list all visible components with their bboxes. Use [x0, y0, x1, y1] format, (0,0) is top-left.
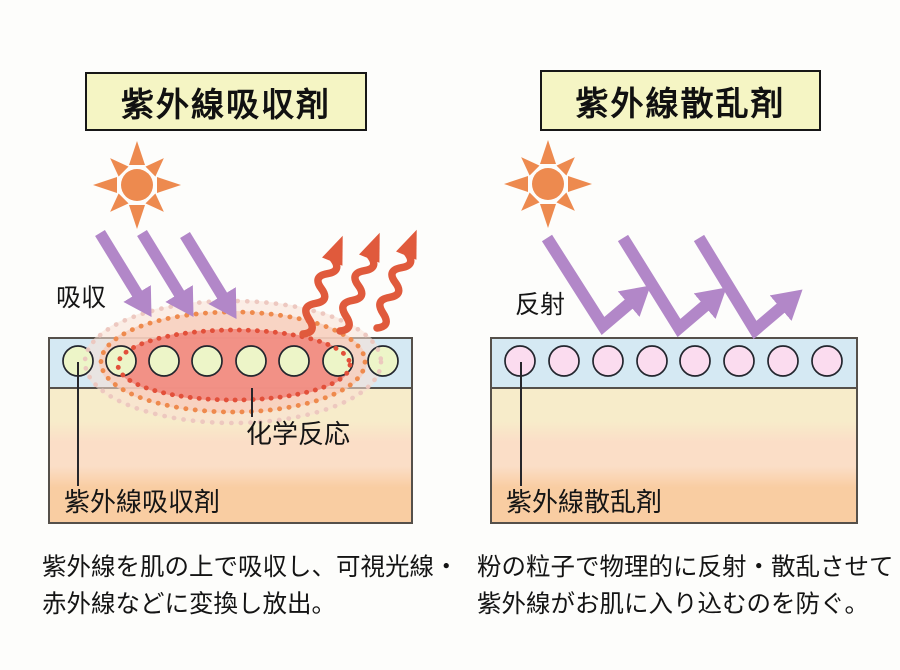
sun-icon: [504, 140, 592, 228]
heat-wavy-arrow-icon: [299, 235, 343, 338]
left-panel-title-text: 紫外線吸収剤: [121, 85, 331, 123]
left-caption: 紫外線を肌の上で吸収し、可視光線・ 赤外線などに変換し放出。: [42, 549, 459, 623]
heat-release-arrows: [299, 229, 417, 338]
absorber-particle-label: 紫外線吸収剤: [64, 487, 221, 517]
heat-wavy-arrow-icon: [373, 229, 417, 332]
right-panel-title-text: 紫外線散乱剤: [575, 84, 786, 122]
right-skin-surface-layer: [492, 339, 856, 389]
uv-bounce-arrow-icon: [693, 234, 803, 340]
right-panel-title: 紫外線散乱剤: [540, 70, 821, 131]
left-caption-line2: 赤外線などに変換し放出。: [42, 591, 336, 618]
right-skin-dermis-layers: [492, 389, 856, 522]
sun-icon: [93, 141, 181, 229]
right-caption: 粉の粒子で物理的に反射・散乱させて 紫外線がお肌に入り込むのを防ぐ。: [477, 549, 894, 623]
uv-ray-arrows-absorbed: [95, 229, 237, 320]
heat-wavy-arrow-icon: [336, 232, 380, 335]
chemical-reaction-label: 化学反応: [246, 419, 351, 449]
left-panel-title: 紫外線吸収剤: [85, 72, 367, 131]
uv-arrow-down-icon: [180, 231, 237, 320]
uv-ray-arrows-reflected: [541, 234, 803, 340]
reflection-label: 反射: [515, 291, 566, 319]
uv-bounce-arrow-icon: [617, 234, 727, 338]
left-caption-line1: 紫外線を肌の上で吸収し、可視光線・: [42, 554, 459, 581]
right-caption-line2: 紫外線がお肌に入り込むのを防ぐ。: [477, 591, 869, 618]
right-caption-line1: 粉の粒子で物理的に反射・散乱させて: [477, 554, 894, 581]
absorption-label: 吸収: [56, 284, 107, 312]
scatter-particle-label: 紫外線散乱剤: [506, 487, 663, 517]
left-skin-surface-layer: [50, 339, 411, 389]
uv-arrow-down-icon: [137, 229, 194, 318]
